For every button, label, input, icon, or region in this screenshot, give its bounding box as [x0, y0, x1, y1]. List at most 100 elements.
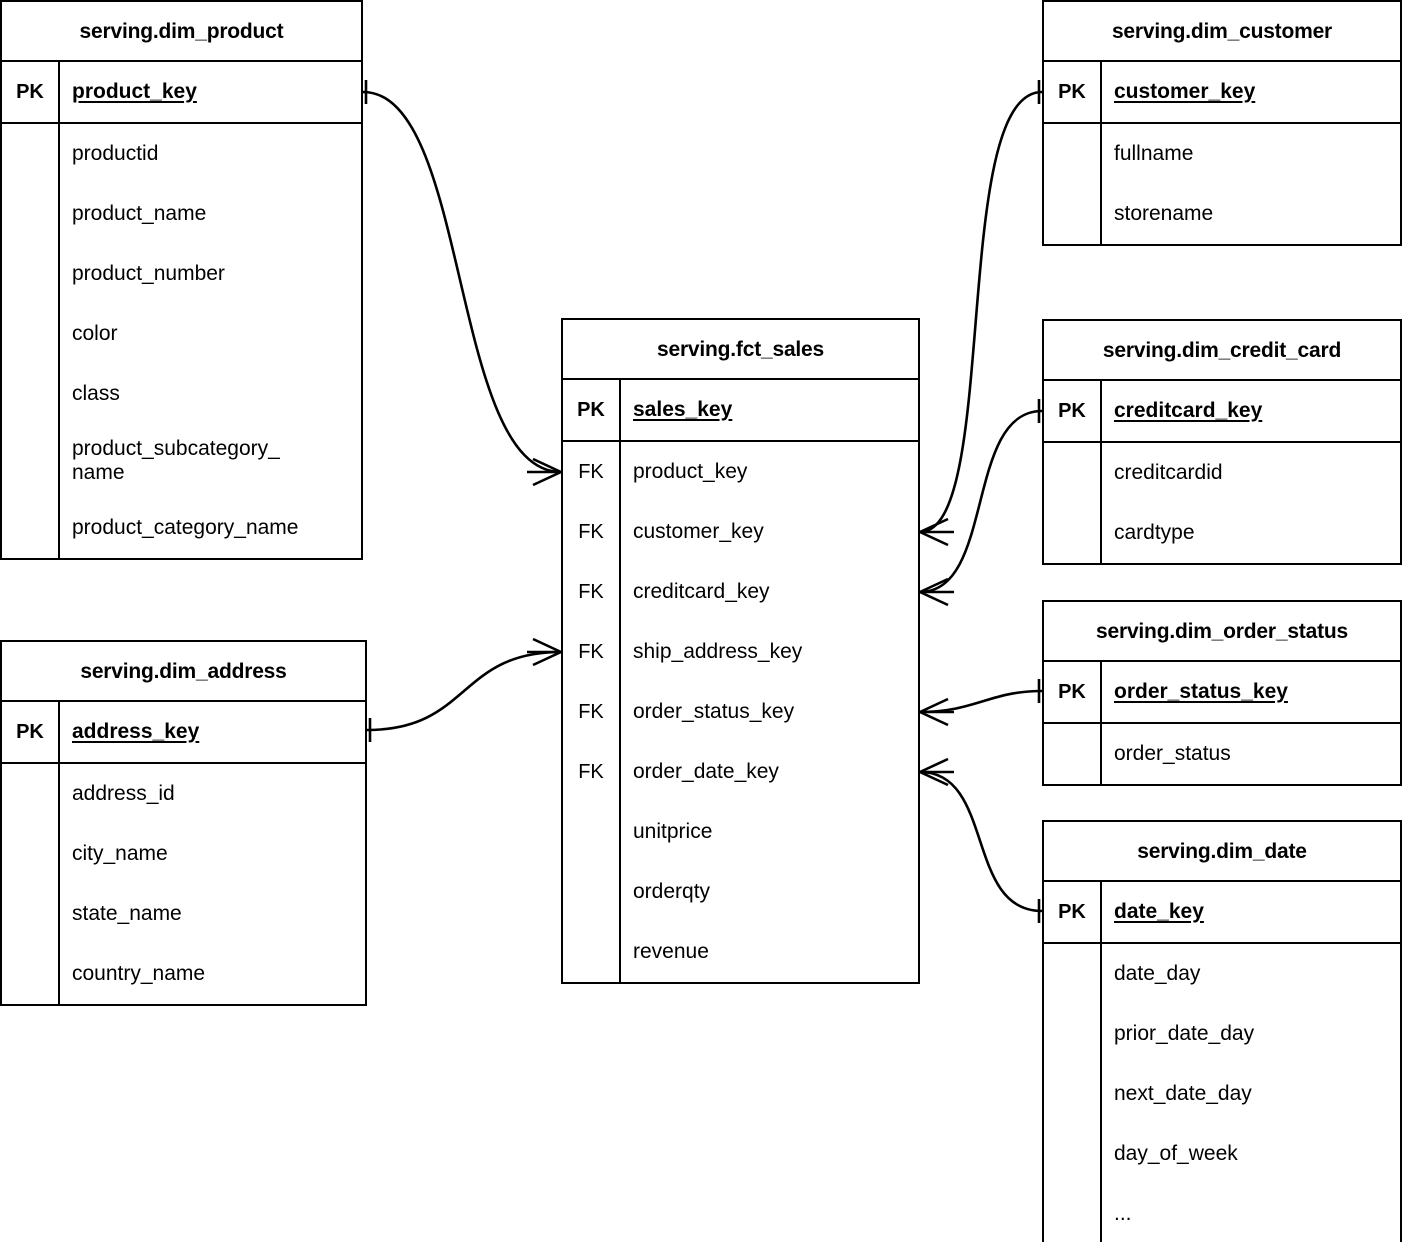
crowsfoot-lower-date — [919, 770, 949, 787]
fk-marker: FK — [563, 682, 621, 742]
entity-title-fct-sales: serving.fct_sales — [563, 320, 918, 380]
entity-dim-order-status[interactable]: serving.dim_order_status PK order_status… — [1042, 600, 1402, 786]
crowsfoot-upper-address — [532, 637, 562, 654]
crowsfoot-upper-orderstatus — [919, 697, 949, 714]
pk-row-dim-address[interactable]: PK address_key — [2, 702, 365, 764]
key-marker — [2, 184, 60, 244]
attribute-row[interactable]: FK customer_key — [563, 502, 918, 562]
pk-row-dim-date[interactable]: PK date_key — [1044, 882, 1400, 944]
entity-rows-dim-order-status: PK order_status_key order_status — [1044, 662, 1400, 784]
attribute-name: address_id — [72, 781, 175, 805]
entity-dim-date[interactable]: serving.dim_date PK date_key date_day pr… — [1042, 820, 1402, 1242]
pk-field-name: product_key — [72, 79, 197, 103]
key-marker — [2, 244, 60, 304]
attribute-row[interactable]: FK product_key — [563, 442, 918, 502]
pk-row-dim-credit-card[interactable]: PK creditcard_key — [1044, 381, 1400, 443]
attribute-name: product_name — [72, 201, 207, 225]
attribute-row[interactable]: ... — [1044, 1184, 1400, 1242]
key-marker — [1044, 1184, 1102, 1242]
key-marker — [1044, 944, 1102, 1004]
attribute-row[interactable]: productid — [2, 124, 361, 184]
attribute-row[interactable]: prior_date_day — [1044, 1004, 1400, 1064]
key-marker — [2, 498, 60, 558]
entity-rows-dim-customer: PK customer_key fullname storename — [1044, 62, 1400, 244]
attribute-row[interactable]: country_name — [2, 944, 365, 1004]
entity-title-dim-date: serving.dim_date — [1044, 822, 1400, 882]
crowsfoot-lower-creditcard — [919, 590, 949, 607]
key-marker — [1044, 1064, 1102, 1124]
attribute-row[interactable]: FK ship_address_key — [563, 622, 918, 682]
pk-row-dim-product[interactable]: PK product_key — [2, 62, 361, 124]
entity-title-dim-credit-card: serving.dim_credit_card — [1044, 321, 1400, 381]
attribute-row[interactable]: state_name — [2, 884, 365, 944]
relationship-orderstatus-to-sales — [919, 679, 1043, 727]
entity-dim-product[interactable]: serving.dim_product PK product_key produ… — [0, 0, 363, 560]
attribute-row[interactable]: storename — [1044, 184, 1400, 244]
entity-rows-fct-sales: PK sales_key FK product_key FK customer_… — [563, 380, 918, 982]
attribute-name: product_number — [72, 261, 225, 285]
attribute-row[interactable]: product_category_name — [2, 498, 361, 558]
pk-field-name: creditcard_key — [1114, 398, 1263, 422]
entity-dim-customer[interactable]: serving.dim_customer PK customer_key ful… — [1042, 0, 1402, 246]
attribute-name: orderqty — [633, 879, 711, 903]
attribute-name: order_status_key — [633, 699, 795, 723]
fk-marker: FK — [563, 742, 621, 802]
attribute-row[interactable]: address_id — [2, 764, 365, 824]
attribute-name: order_status — [1114, 741, 1231, 765]
attribute-row[interactable]: date_day — [1044, 944, 1400, 1004]
attribute-row[interactable]: fullname — [1044, 124, 1400, 184]
crowsfoot-lower-address — [532, 650, 562, 667]
attribute-row[interactable]: product_subcategory_name — [2, 424, 361, 498]
attribute-name: prior_date_day — [1114, 1021, 1255, 1045]
attribute-row[interactable]: city_name — [2, 824, 365, 884]
pk-marker: PK — [1044, 662, 1102, 722]
key-marker — [2, 764, 60, 824]
pk-row-dim-customer[interactable]: PK customer_key — [1044, 62, 1400, 124]
entity-fct-sales[interactable]: serving.fct_sales PK sales_key FK produc… — [561, 318, 920, 984]
relationship-date-to-sales — [919, 757, 1043, 923]
attribute-row[interactable]: FK order_date_key — [563, 742, 918, 802]
attribute-row[interactable]: order_status — [1044, 724, 1400, 784]
attribute-name: cardtype — [1114, 520, 1195, 544]
key-marker — [2, 424, 60, 498]
attributes-fct-sales: FK product_key FK customer_key FK credit… — [563, 442, 918, 982]
entity-title-dim-product: serving.dim_product — [2, 2, 361, 62]
attribute-row[interactable]: class — [2, 364, 361, 424]
fk-marker: FK — [563, 442, 621, 502]
crowsfoot-upper-product — [532, 457, 562, 474]
pk-row-fct-sales[interactable]: PK sales_key — [563, 380, 918, 442]
entity-title-dim-address: serving.dim_address — [2, 642, 365, 702]
attribute-row[interactable]: FK creditcard_key — [563, 562, 918, 622]
attribute-row[interactable]: color — [2, 304, 361, 364]
attribute-row[interactable]: next_date_day — [1044, 1064, 1400, 1124]
attribute-row[interactable]: creditcardid — [1044, 443, 1400, 503]
key-marker — [2, 944, 60, 1004]
attribute-name: state_name — [72, 901, 182, 925]
attribute-name: city_name — [72, 841, 168, 865]
pk-marker: PK — [1044, 882, 1102, 942]
entity-dim-address[interactable]: serving.dim_address PK address_key addre… — [0, 640, 367, 1006]
attributes-dim-order-status: order_status — [1044, 724, 1400, 784]
attributes-dim-date: date_day prior_date_day next_date_day da… — [1044, 944, 1400, 1242]
pk-row-dim-order-status[interactable]: PK order_status_key — [1044, 662, 1400, 724]
key-marker — [563, 862, 621, 922]
attribute-row[interactable]: product_number — [2, 244, 361, 304]
attribute-row[interactable]: revenue — [563, 922, 918, 982]
attribute-row[interactable]: FK order_status_key — [563, 682, 918, 742]
attribute-row[interactable]: day_of_week — [1044, 1124, 1400, 1184]
attribute-row[interactable]: cardtype — [1044, 503, 1400, 563]
attribute-row[interactable]: product_name — [2, 184, 361, 244]
attribute-row[interactable]: orderqty — [563, 862, 918, 922]
relationship-address-to-sales — [366, 637, 562, 742]
entity-title-dim-order-status: serving.dim_order_status — [1044, 602, 1400, 662]
pk-field-name: order_status_key — [1114, 679, 1288, 703]
entity-dim-credit-card[interactable]: serving.dim_credit_card PK creditcard_ke… — [1042, 319, 1402, 565]
pk-marker: PK — [1044, 62, 1102, 122]
pk-field-name: sales_key — [633, 397, 733, 421]
crowsfoot-lower-customer — [919, 530, 949, 547]
attribute-name: creditcardid — [1114, 460, 1223, 484]
attribute-name: ship_address_key — [633, 639, 803, 663]
attribute-row[interactable]: unitprice — [563, 802, 918, 862]
pk-marker: PK — [2, 62, 60, 122]
relationship-product-to-sales — [362, 80, 562, 487]
